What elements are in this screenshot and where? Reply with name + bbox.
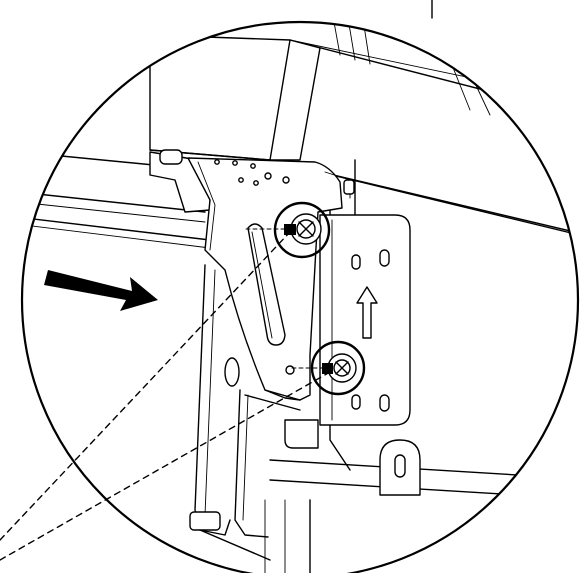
upper-screw [245, 201, 331, 259]
dashed-leaders [0, 231, 331, 561]
top-frame [149, 22, 578, 241]
arrow-right-icon [44, 270, 158, 311]
lower-tab [284, 419, 421, 496]
left-rail [22, 149, 211, 249]
callout-circle [20, 20, 580, 573]
arrow-up-icon [356, 286, 378, 339]
lower-screw [291, 340, 366, 396]
vertical-channel [189, 264, 271, 561]
